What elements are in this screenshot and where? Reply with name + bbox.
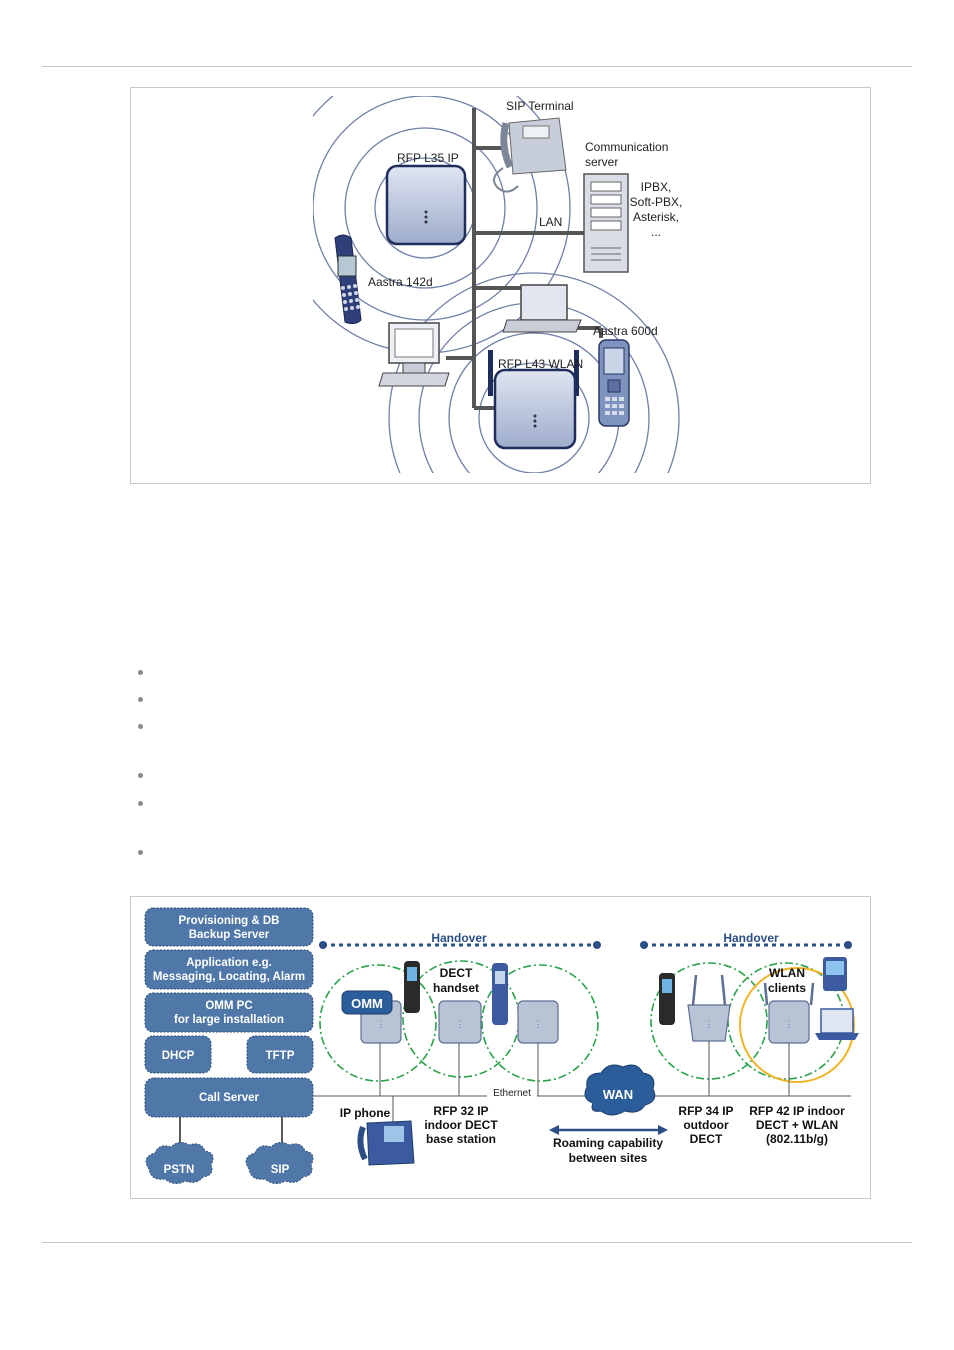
dect-handset-line1: DECT [440, 966, 473, 980]
rfp34-line1: RFP 34 IP [678, 1104, 733, 1118]
rfp42-line3: (802.11b/g) [766, 1132, 828, 1146]
desktop-pc-icon [378, 322, 450, 387]
rfp34-line2: outdoor [683, 1118, 729, 1132]
dect-handset-icons [404, 961, 675, 1025]
rfp-l35-base-station-icon [385, 164, 467, 246]
ip-phone-label: IP phone [340, 1106, 391, 1120]
roaming-line2: between sites [569, 1151, 648, 1165]
aastra-142d-handset-icon [334, 234, 362, 325]
rfp42-line1: RFP 42 IP indoor [749, 1104, 845, 1118]
aastra-600d-handset-icon [598, 339, 630, 427]
roaming-line1: Roaming capability [553, 1136, 663, 1150]
svg-text:⋮: ⋮ [534, 1019, 543, 1029]
label-ellipsis: ... [651, 225, 661, 239]
bullet-6 [138, 850, 143, 855]
application-line1: Application e.g. [186, 957, 272, 969]
figure-dect-network-overview: SIP Terminal Communication server RFP L3… [130, 87, 871, 484]
rfp32-base-station-a [438, 1000, 482, 1044]
header-rule [42, 66, 912, 67]
call-server-label: Call Server [199, 1092, 260, 1104]
application-box [144, 949, 314, 990]
label-soft-pbx: Soft-PBX, [630, 195, 683, 209]
dhcp-box [144, 1035, 212, 1074]
provisioning-box [144, 907, 314, 947]
dhcp-label: DHCP [162, 1050, 195, 1062]
bullet-2 [138, 697, 143, 702]
sip-cloud [245, 1141, 314, 1185]
tftp-label: TFTP [266, 1050, 295, 1062]
bullet-3 [138, 724, 143, 729]
omm-pc-line1: OMM PC [205, 1000, 252, 1012]
label-aastra-600d: Aastra 600d [593, 324, 658, 338]
svg-text:⋮: ⋮ [456, 1019, 465, 1029]
rfp42-line2: DECT + WLAN [756, 1118, 838, 1132]
rfp34-outdoor-base-station [687, 1004, 731, 1042]
rfp32-line2: indoor DECT [424, 1118, 498, 1132]
svg-text:⋮: ⋮ [377, 1019, 386, 1029]
bullet-4 [138, 773, 143, 778]
pstn-cloud [145, 1141, 214, 1185]
rfp32-line1: RFP 32 IP [433, 1104, 488, 1118]
bullet-1 [138, 670, 143, 675]
handover-left-label: Handover [431, 931, 487, 945]
footer-rule [42, 1242, 912, 1243]
wan-cloud [584, 1064, 656, 1116]
rfp-l43-wlan-base-station-icon [488, 350, 579, 450]
ip-phone-icon [357, 1120, 415, 1166]
omm-badge [341, 990, 393, 1015]
rfp32-line3: base station [426, 1132, 496, 1146]
omm-label: OMM [351, 996, 383, 1011]
network-diagram-1: SIP Terminal Communication server RFP L3… [313, 96, 683, 473]
omm-pc-box [144, 992, 314, 1033]
call-server-box [144, 1077, 314, 1118]
wlan-clients-line1: WLAN [769, 966, 805, 980]
label-aastra-142d: Aastra 142d [368, 275, 433, 289]
sip-label: SIP [271, 1164, 290, 1176]
provisioning-line1: Provisioning & DB [179, 915, 280, 927]
omm-pc-line2: for large installation [174, 1014, 284, 1026]
network-diagram-2: Provisioning & DB Backup Server Applicat… [144, 907, 859, 1185]
tftp-box [246, 1035, 314, 1074]
dect-handset-line2: handset [433, 981, 479, 995]
label-rfp-l35: RFP L35 IP [397, 151, 459, 165]
figure-system-architecture: Provisioning & DB Backup Server Applicat… [130, 896, 871, 1199]
communication-server-icon [583, 173, 629, 273]
label-sip-terminal: SIP Terminal [506, 99, 574, 113]
ethernet-label: Ethernet [493, 1088, 531, 1099]
wlan-clients-line2: clients [768, 981, 806, 995]
pstn-label: PSTN [164, 1164, 195, 1176]
sip-terminal-icon [493, 117, 567, 193]
laptop-icon [502, 284, 582, 333]
label-ipbx: IPBX, [641, 180, 672, 194]
provisioning-line2: Backup Server [189, 929, 270, 941]
label-rfp-l43: RFP L43 WLAN [498, 357, 583, 371]
label-lan: LAN [539, 215, 562, 229]
application-line2: Messaging, Locating, Alarm [153, 971, 305, 983]
wlan-client-icons [815, 957, 859, 1040]
svg-text:⋮: ⋮ [785, 1019, 794, 1029]
label-server: server [585, 155, 618, 169]
wan-label: WAN [603, 1087, 633, 1102]
svg-text:⋮: ⋮ [705, 1019, 714, 1029]
label-communication: Communication [585, 140, 668, 154]
handover-right-label: Handover [723, 931, 779, 945]
bullet-5 [138, 801, 143, 806]
label-asterisk: Asterisk, [633, 210, 679, 224]
rfp34-line3: DECT [690, 1132, 723, 1146]
wlan-coverage [739, 967, 855, 1083]
